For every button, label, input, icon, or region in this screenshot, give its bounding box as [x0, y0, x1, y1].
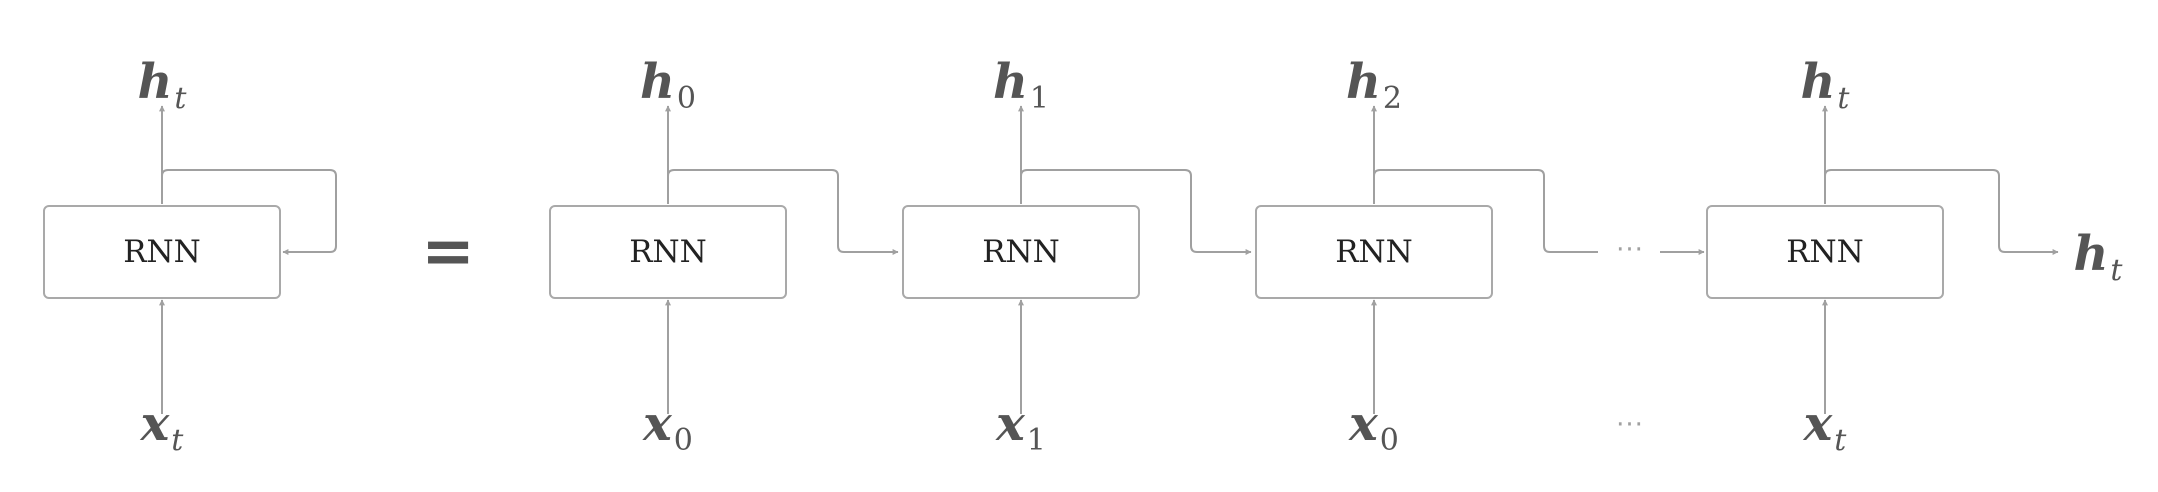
hidden-state-connector-1: [1020, 169, 1252, 255]
folded-recurrent-loop: [161, 169, 337, 255]
folded-rnn-cell: RNN: [43, 205, 281, 299]
input-label-0: x0: [643, 396, 693, 458]
sequence-ellipsis: ···: [1616, 235, 1644, 265]
folded-input-label: xt: [140, 396, 184, 458]
rnn-cell-0: RNN: [549, 205, 787, 299]
output-label-0: h0: [640, 54, 696, 116]
rnn-cell-1: RNN: [902, 205, 1140, 299]
final-output-label: ht: [2073, 226, 2123, 288]
input-label-1: x1: [996, 396, 1046, 458]
input-ellipsis: ···: [1616, 410, 1644, 440]
output-label-t: ht: [1800, 54, 1850, 116]
hidden-state-connector-0: [667, 169, 899, 255]
hidden-state-connector-2: [1373, 169, 1598, 253]
output-label-1: h1: [993, 54, 1049, 116]
equals-sign: =: [421, 215, 475, 289]
final-output-connector: [1824, 169, 2059, 255]
rnn-cell-t: RNN: [1706, 205, 1944, 299]
output-label-2: h2: [1346, 54, 1402, 116]
input-label-2: x0: [1349, 396, 1399, 458]
input-label-t: xt: [1803, 396, 1847, 458]
folded-output-label: ht: [137, 54, 187, 116]
rnn-cell-2: RNN: [1255, 205, 1493, 299]
